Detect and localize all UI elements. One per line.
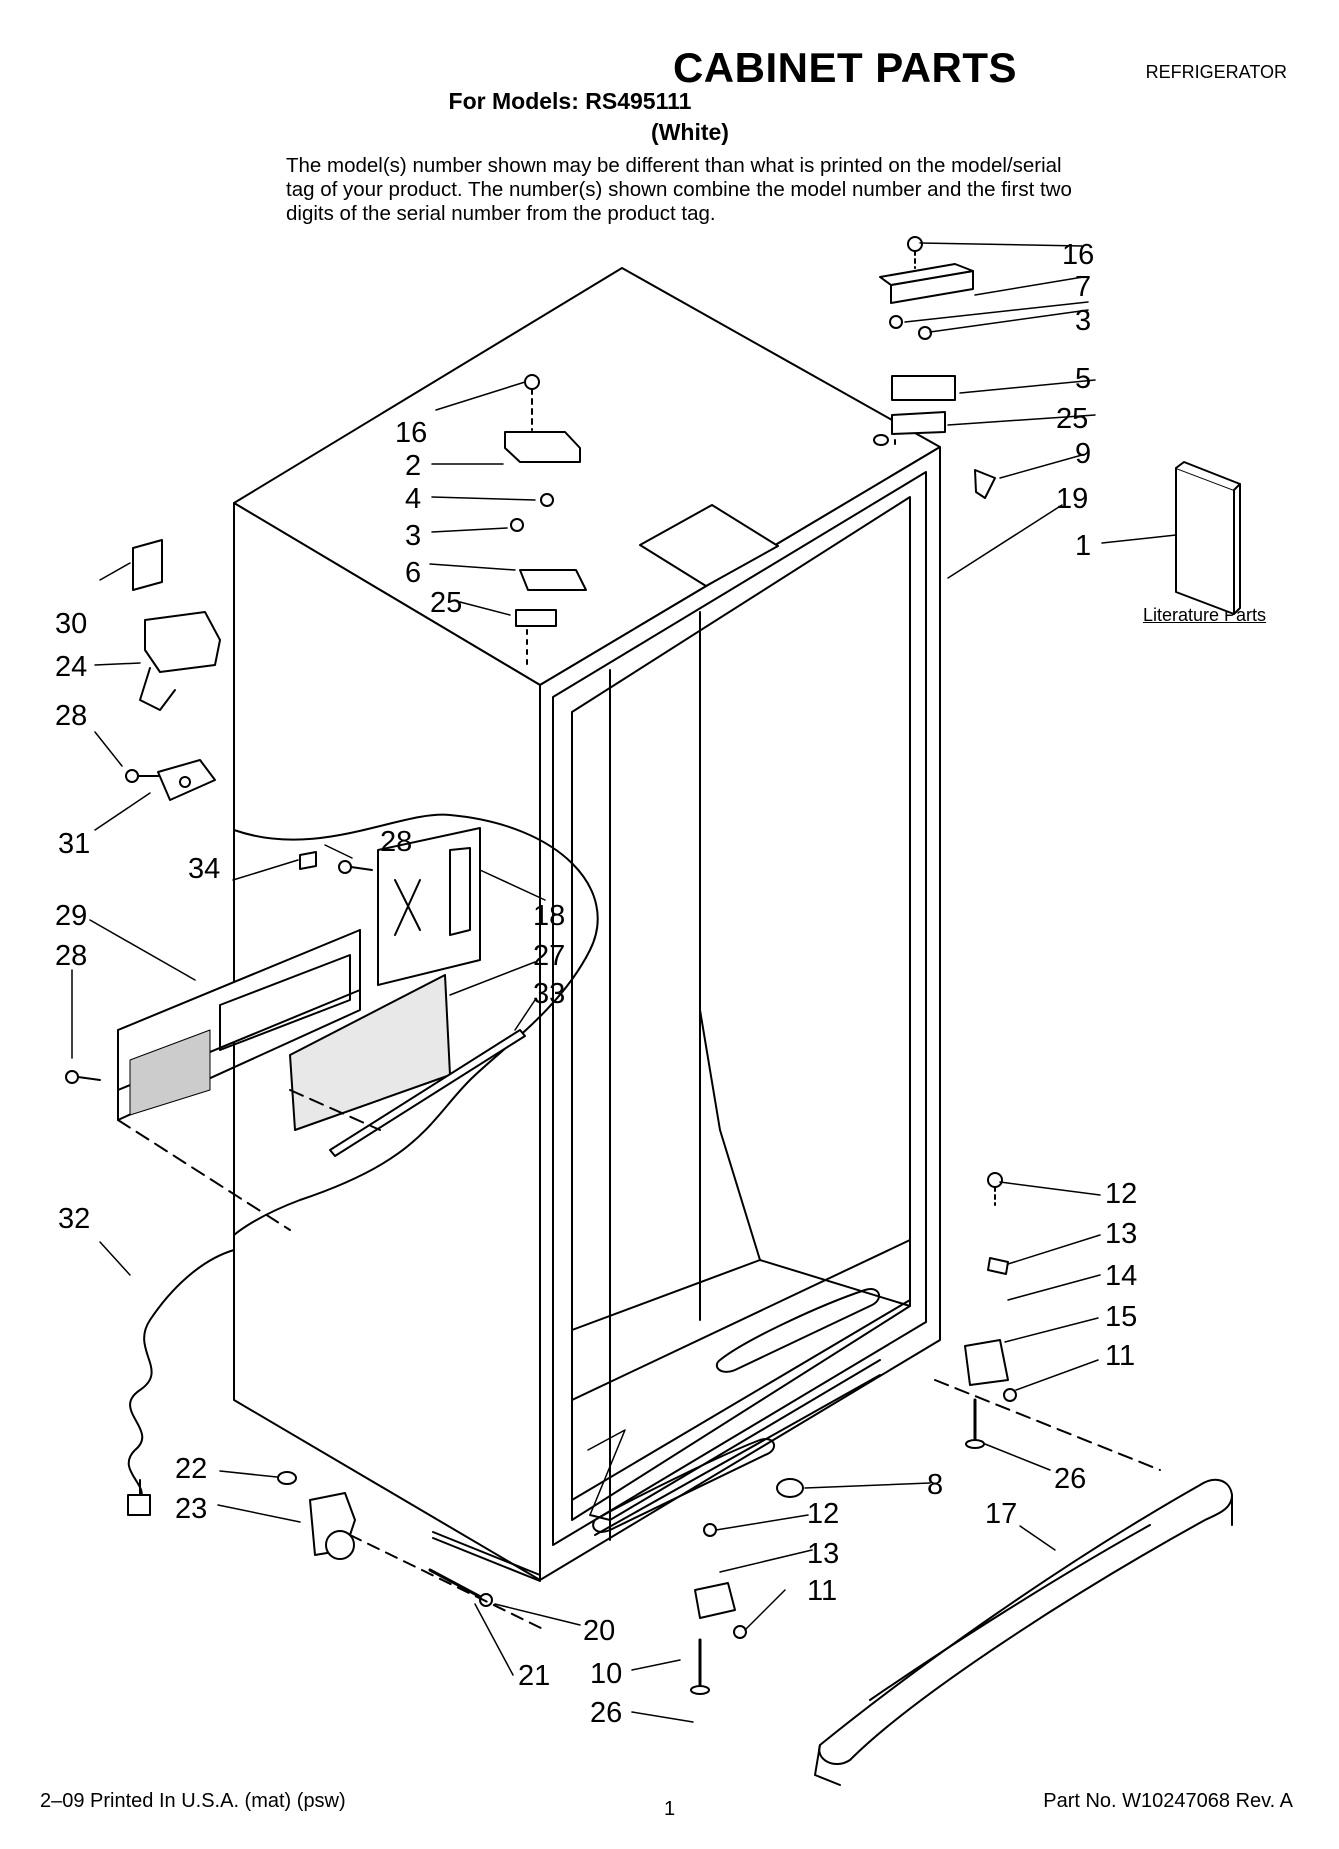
callout-label: 25 [430,587,462,619]
callout-label: 22 [175,1453,207,1485]
callout-label: 29 [55,900,87,932]
callout-label: 23 [175,1493,207,1525]
callout-label: 13 [1105,1218,1137,1250]
callout-label: 12 [807,1498,839,1530]
detail-panel-parts [65,827,526,1231]
callout-labels: 16 7 3 5 25 9 19 1 16 2 4 3 6 25 30 24 2… [55,239,1137,1729]
leader-lines [71,242,1177,1723]
power-cord [127,1249,235,1516]
callout-label: 28 [55,940,87,972]
callout-label: 11 [807,1575,837,1607]
callout-label: 2 [405,450,421,482]
callout-label: 30 [55,608,87,640]
callout-label: 15 [1105,1301,1137,1333]
callout-label: 8 [927,1469,943,1501]
page-number: 1 [664,1798,676,1820]
water-valve-parts [125,539,221,801]
model-number: For Models: RS495111 [448,88,692,114]
callout-label: 16 [1062,239,1094,271]
callout-label: 16 [395,417,427,449]
base-grille [814,1379,1233,1786]
callout-label: 1 [1075,530,1091,562]
callout-label: 19 [1056,483,1088,515]
callout-label: 26 [1054,1463,1086,1495]
callout-label: 28 [380,826,412,858]
detail-callout-outline [233,813,599,1236]
callout-label: 18 [533,900,565,932]
callout-label: 5 [1075,363,1091,395]
callout-label: 10 [590,1658,622,1690]
category-label: REFRIGERATOR [1145,62,1287,82]
callout-label: 24 [55,651,87,683]
callout-label: 4 [405,483,421,515]
print-info: 2–09 Printed In U.S.A. (mat) (psw) [40,1790,346,1812]
callout-label: 25 [1056,403,1088,435]
callout-label: 13 [807,1538,839,1570]
callout-label: 7 [1075,271,1091,303]
part-number: Part No. W10247068 Rev. A [1043,1790,1293,1812]
callout-label: 26 [590,1697,622,1729]
callout-label: 33 [533,978,565,1010]
literature-parts-label: Literature Parts [1143,605,1267,625]
callout-label: 27 [533,940,565,972]
bottom-hinge-right [690,1172,1017,1695]
callout-label: 6 [405,557,421,589]
bottom-left-parts [277,1471,546,1631]
callout-label: 9 [1075,438,1091,470]
callout-label: 14 [1105,1260,1137,1292]
callout-label: 28 [55,700,87,732]
callout-label: 32 [58,1203,90,1235]
callout-label: 21 [518,1660,550,1692]
page-title: CABINET PARTS [672,44,1018,91]
model-number-note: The model(s) number shown may be differe… [286,154,1072,225]
callout-label: 3 [1075,305,1091,337]
top-hinge-right [873,236,996,499]
callout-label: 31 [58,828,90,860]
callout-label: 17 [985,1498,1017,1530]
callout-label: 12 [1105,1178,1137,1210]
callout-label: 11 [1105,1340,1135,1372]
callout-label: 20 [583,1615,615,1647]
cabinet-body [233,267,941,1581]
top-hinge-left [504,374,587,671]
model-variant: (White) [651,119,729,145]
callout-label: 3 [405,520,421,552]
literature-parts-book [1175,461,1241,615]
callout-label: 34 [188,853,220,885]
